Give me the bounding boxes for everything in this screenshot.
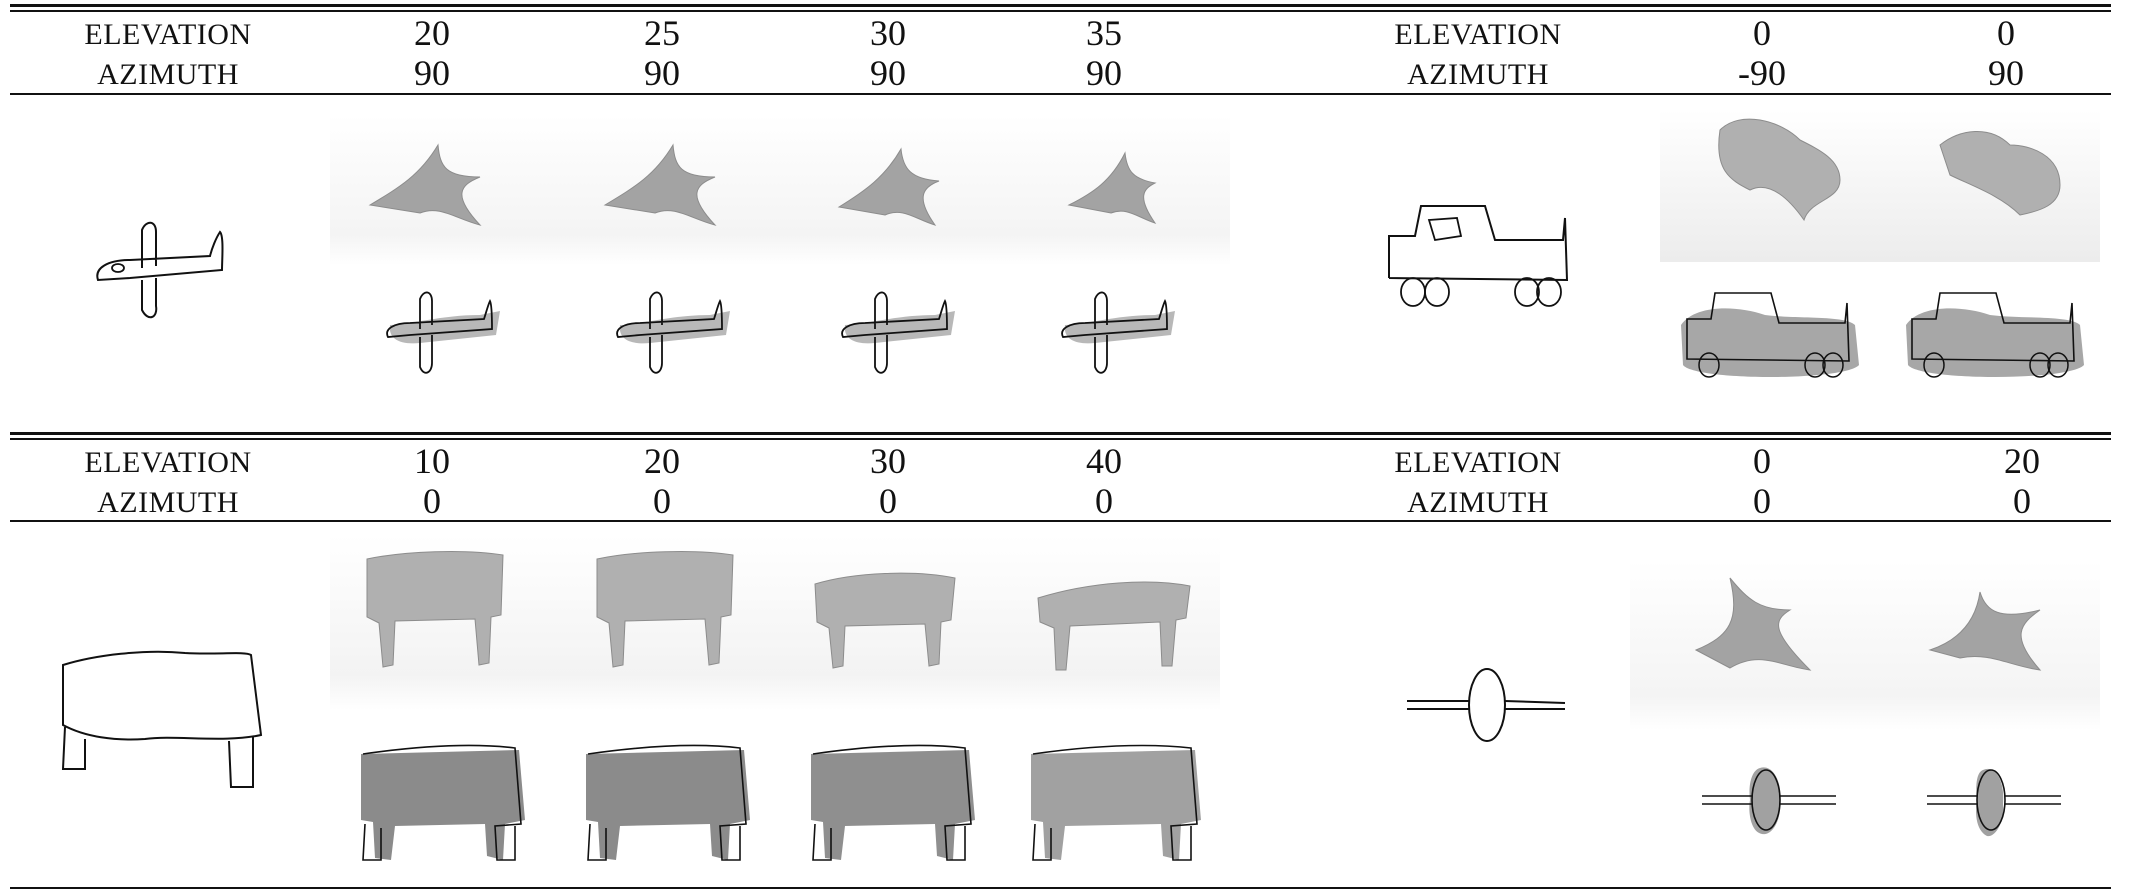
- airplane-front-overlay: [1702, 767, 1836, 835]
- table-overlay: [586, 744, 750, 861]
- table-overlay: [361, 744, 525, 861]
- elevation-value: 0: [1997, 13, 2015, 53]
- airplane-overlay: [616, 291, 730, 374]
- azimuth-value: -90: [1738, 53, 1786, 93]
- section-rule-inner: [10, 438, 2111, 440]
- azimuth-label: AZIMUTH: [1407, 486, 1549, 519]
- airplane-render: [1694, 577, 1812, 671]
- elevation-label: ELEVATION: [1394, 446, 1562, 479]
- truck-overlay: [1906, 292, 2084, 378]
- azimuth-value: 90: [1988, 53, 2024, 93]
- header-rule: [10, 520, 2111, 522]
- elevation-value: 20: [414, 13, 450, 53]
- azimuth-value: 90: [1086, 53, 1122, 93]
- azimuth-label: AZIMUTH: [1407, 58, 1549, 91]
- truck-render: [1718, 118, 1841, 222]
- table-render: [1037, 581, 1191, 671]
- table-render: [366, 551, 504, 668]
- table-render: [814, 572, 956, 669]
- azimuth-value: 90: [870, 53, 906, 93]
- azimuth-value: 0: [2013, 481, 2031, 521]
- section-rule: [10, 432, 2111, 435]
- render-strip: [330, 115, 1230, 265]
- airplane-overlay: [1061, 291, 1175, 374]
- airplane-render: [368, 143, 482, 226]
- airplane-render: [837, 147, 940, 226]
- azimuth-label: AZIMUTH: [97, 486, 239, 519]
- airplane-sketch: [96, 221, 224, 319]
- top-rule-inner: [10, 10, 2111, 12]
- airplane-front-sketch: [1407, 668, 1566, 742]
- azimuth-label: AZIMUTH: [97, 58, 239, 91]
- elevation-label: ELEVATION: [1394, 18, 1562, 51]
- azimuth-value: 0: [879, 481, 897, 521]
- elevation-value: 35: [1086, 13, 1122, 53]
- elevation-value: 0: [1753, 441, 1771, 481]
- azimuth-value: 0: [423, 481, 441, 521]
- azimuth-value: 90: [644, 53, 680, 93]
- azimuth-value: 0: [653, 481, 671, 521]
- elevation-value: 20: [2004, 441, 2040, 481]
- elevation-value: 25: [644, 13, 680, 53]
- airplane-render: [1928, 591, 2042, 671]
- table-overlay: [811, 744, 975, 861]
- airplane-overlay: [386, 291, 500, 374]
- airplane-overlay: [841, 291, 955, 374]
- truck-overlay: [1681, 292, 1859, 378]
- elevation-label: ELEVATION: [84, 18, 252, 51]
- table-render: [596, 551, 734, 668]
- azimuth-value: 0: [1753, 481, 1771, 521]
- airplane-render: [1067, 151, 1157, 224]
- elevation-value: 20: [644, 441, 680, 481]
- truck-sketch: [1388, 205, 1569, 307]
- elevation-label: ELEVATION: [84, 446, 252, 479]
- elevation-value: 0: [1753, 13, 1771, 53]
- elevation-value: 30: [870, 13, 906, 53]
- airplane-render: [603, 143, 717, 226]
- azimuth-value: 90: [414, 53, 450, 93]
- top-rule: [10, 4, 2111, 7]
- table-sketch: [61, 650, 263, 788]
- azimuth-value: 0: [1095, 481, 1113, 521]
- elevation-value: 40: [1086, 441, 1122, 481]
- table-overlay: [1031, 744, 1201, 861]
- bottom-rule: [10, 887, 2111, 889]
- header-rule: [10, 93, 2111, 95]
- truck-render: [1939, 131, 2061, 216]
- airplane-front-overlay: [1927, 768, 2061, 837]
- elevation-value: 30: [870, 441, 906, 481]
- elevation-value: 10: [414, 441, 450, 481]
